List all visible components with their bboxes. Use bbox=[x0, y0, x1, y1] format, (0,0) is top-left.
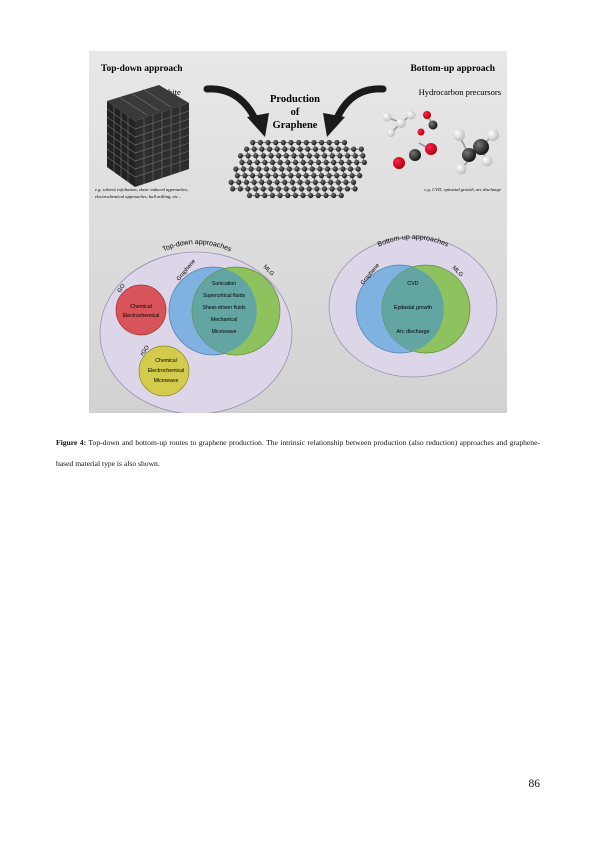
rgo-label: rGO bbox=[140, 344, 151, 357]
top-down-note-line2: electrochemical approaches, ball milling… bbox=[95, 194, 181, 200]
page-number: 86 bbox=[528, 778, 541, 790]
bottom-up-note: e.g. CVD, epitaxial growth, arc discharg… bbox=[424, 187, 501, 193]
production-title-line3: Graphene bbox=[273, 120, 318, 131]
graphene-sheet-image bbox=[228, 139, 367, 199]
production-title-line1: Production bbox=[270, 94, 320, 105]
overlap-item: CVD bbox=[407, 281, 418, 287]
bottom-up-heading: Bottom-up approach bbox=[410, 64, 495, 74]
overlap-item: Mechanical bbox=[211, 317, 237, 323]
overlap-item: Arc discharge bbox=[397, 329, 430, 335]
figure-caption: Figure 4: Top-down and bottom-up routes … bbox=[56, 433, 540, 474]
top-down-venn-diagram: Top-down approaches Graphene MLG Sonicat… bbox=[99, 239, 293, 413]
hydrocarbon-molecules-image bbox=[382, 110, 499, 175]
bottom-up-venn-diagram: Bottom-up approaches Graphene MLG CVD Ep… bbox=[328, 234, 498, 378]
graphite-block-image bbox=[106, 85, 190, 187]
go-label: GO bbox=[117, 283, 127, 294]
top-down-note-line1: e.g. solvent exfoliation, shear induced … bbox=[95, 187, 188, 193]
overlap-item: Epitaxial growth bbox=[394, 305, 432, 311]
production-title-line2: of bbox=[291, 107, 300, 118]
overlap-item: Shear-driven fluids bbox=[202, 305, 246, 311]
top-down-heading: Top-down approach bbox=[101, 64, 183, 74]
precursors-label: Hydrocarbon precursors bbox=[419, 87, 501, 97]
overlap-item: Supercritical fluids bbox=[203, 293, 245, 299]
go-item: Chemical bbox=[130, 304, 152, 310]
overlap-item: Microwave bbox=[212, 329, 237, 335]
rgo-item: Chemical bbox=[155, 358, 177, 364]
caption-text: Top-down and bottom-up routes to graphen… bbox=[56, 438, 540, 468]
figure-image: Top-down approach Bottom-up approach Gra… bbox=[89, 51, 507, 413]
overlap-item: Sonication bbox=[212, 281, 236, 287]
go-item: Electrochemical bbox=[123, 313, 160, 319]
rgo-item: Microwave bbox=[154, 378, 179, 384]
figure-label: Figure 4: bbox=[56, 438, 87, 447]
rgo-item: Electrochemical bbox=[148, 368, 185, 374]
